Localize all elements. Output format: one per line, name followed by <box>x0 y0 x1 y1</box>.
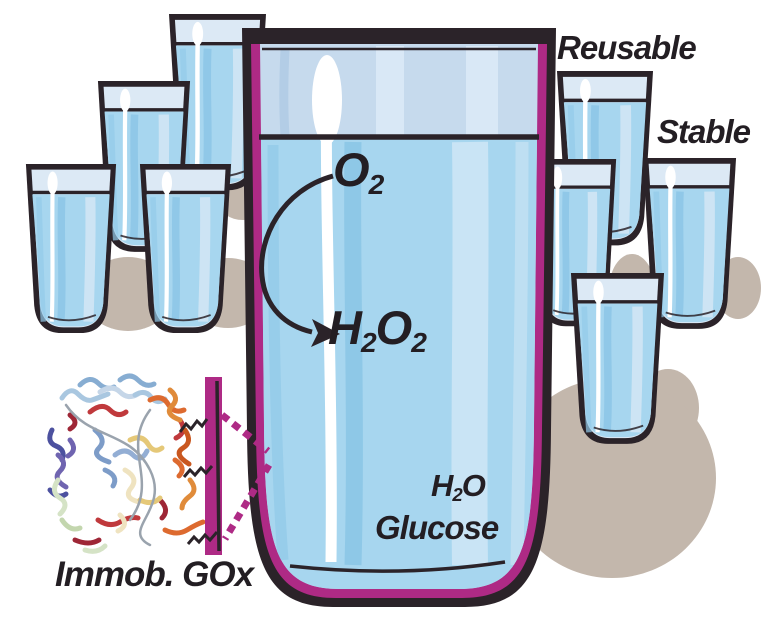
glucose-label: Glucose <box>375 509 499 546</box>
h2o-o: O <box>461 468 486 503</box>
h2o2-o: O <box>375 301 413 354</box>
o2-subscript: 2 <box>368 167 385 200</box>
glass-bottom-curve <box>289 560 506 573</box>
h2o-h: H <box>431 468 453 503</box>
h2o2-o-subscript: 2 <box>411 325 427 358</box>
zoom-dashed-lines-icon <box>219 412 273 541</box>
o2-label: O2 <box>333 143 385 200</box>
glass-water <box>261 46 537 589</box>
reaction-arrow-icon <box>259 173 340 347</box>
h2o2-h-subscript: 2 <box>360 325 377 358</box>
linker-zigzag-icon <box>178 418 219 545</box>
stable-label: Stable <box>657 113 751 150</box>
reaction-glass-icon <box>242 28 556 607</box>
h2o-h-subscript: 2 <box>452 484 462 506</box>
h2o-label: H2O <box>431 468 486 506</box>
shadow-ellipse <box>508 378 716 578</box>
water-glass-icon <box>571 273 664 444</box>
water-glass-icon <box>140 164 231 333</box>
h2o2-label: H2O2 <box>328 301 427 358</box>
reusable-label: Reusable <box>557 29 697 66</box>
immobilized-gox-label: Immob. GOx <box>55 555 254 594</box>
h2o2-h: H <box>328 301 362 354</box>
support-bar-icon <box>205 377 222 555</box>
gox-protein-ribbon-icon <box>47 373 206 554</box>
o2-base: O <box>333 143 370 196</box>
water-glass-icon <box>26 164 116 333</box>
